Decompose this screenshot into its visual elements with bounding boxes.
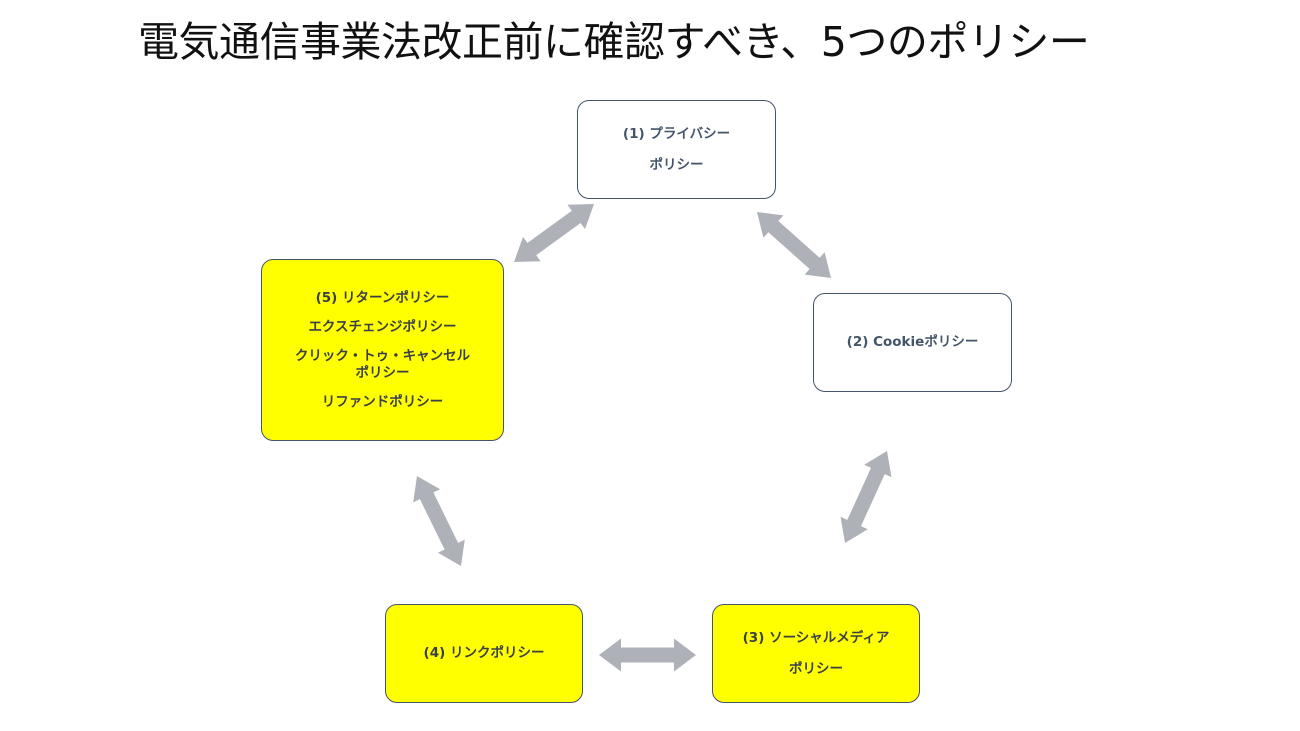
double-arrow-policy1-policy2 <box>757 212 831 278</box>
double-arrow-policy4-policy5 <box>413 476 465 566</box>
policy-box-label: (5) リターンポリシー <box>315 289 450 306</box>
policy-box-label: (1) プライバシー <box>622 125 731 142</box>
policy-box-cookie: (2) Cookieポリシー <box>813 293 1012 392</box>
policy-box-link: (4) リンクポリシー <box>385 604 583 703</box>
policy-box-return: (5) リターンポリシー エクスチェンジポリシー クリック・トゥ・キャンセル ポ… <box>261 259 504 441</box>
double-arrow-policy2-policy3 <box>840 451 892 543</box>
policy-box-label: エクスチェンジポリシー <box>308 318 457 335</box>
policy-box-privacy: (1) プライバシー ポリシー <box>577 100 776 199</box>
policy-box-label: リファンドポリシー <box>321 393 444 410</box>
policy-box-label: (2) Cookieポリシー <box>846 334 979 350</box>
policy-box-label: クリック・トゥ・キャンセル <box>294 347 471 364</box>
policy-box-label: (4) リンクポリシー <box>423 645 545 661</box>
policy-box-label: ポリシー <box>789 660 843 677</box>
double-arrow-policy3-policy4 <box>599 638 696 672</box>
policy-box-label: ポリシー <box>355 364 410 381</box>
page-title: 電気通信事業法改正前に確認すべき、5つのポリシー <box>138 18 1090 66</box>
policy-box-social-media: (3) ソーシャルメディア ポリシー <box>712 604 920 703</box>
policy-box-label: (3) ソーシャルメディア <box>742 629 890 646</box>
policy-box-label: ポリシー <box>649 156 704 173</box>
double-arrow-policy1-policy5 <box>514 204 594 262</box>
